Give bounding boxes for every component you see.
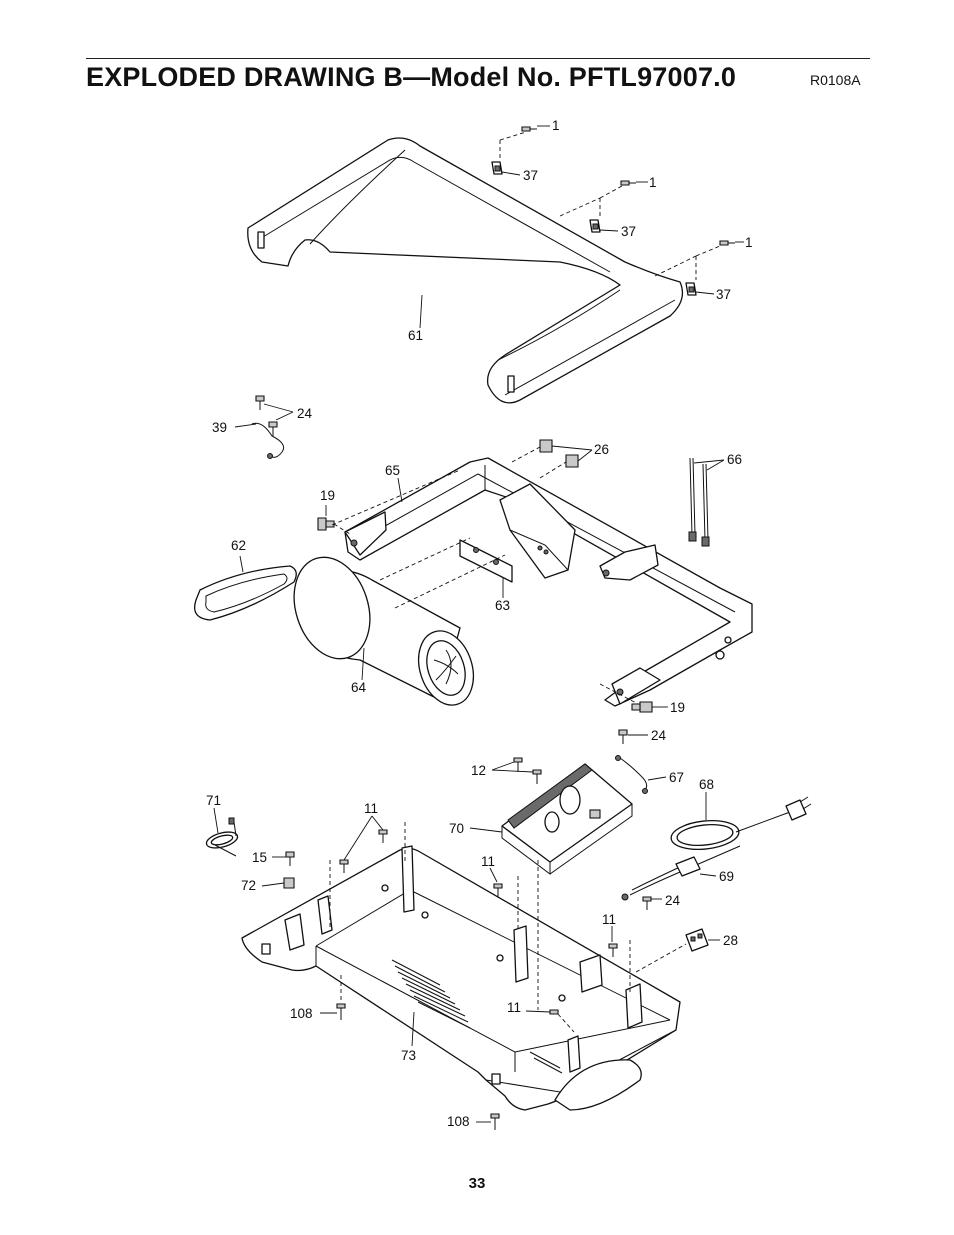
callout-69: 69 — [719, 869, 734, 884]
callout-73: 73 — [401, 1048, 416, 1063]
cable-71 — [205, 807, 239, 857]
ground-wire-39 — [234, 395, 294, 459]
callout-24: 24 — [297, 406, 313, 421]
header-rule — [86, 58, 870, 59]
callout-15: 15 — [252, 850, 267, 865]
callout-37: 37 — [621, 224, 636, 239]
callout-108: 108 — [290, 1006, 313, 1021]
callout-70: 70 — [449, 821, 464, 836]
belt-62 — [193, 555, 297, 621]
callout-64: 64 — [351, 680, 367, 695]
callout-37: 37 — [716, 287, 731, 302]
callout-11: 11 — [481, 854, 495, 869]
callout-71: 71 — [206, 793, 221, 808]
callout-19: 19 — [670, 700, 685, 715]
guide-line — [599, 683, 641, 706]
callout-1: 1 — [745, 235, 753, 250]
page-number: 33 — [468, 1175, 486, 1192]
callout-68: 68 — [699, 777, 714, 792]
harness-69 — [621, 845, 741, 910]
vent-slots — [391, 959, 563, 1074]
screw-1-b — [559, 180, 648, 218]
guide-line — [394, 554, 506, 609]
callout-11: 11 — [602, 912, 616, 927]
screws-108 — [320, 975, 500, 1130]
wire-67 — [615, 729, 667, 794]
callout-72: 72 — [241, 878, 256, 893]
callout-65: 65 — [385, 463, 400, 478]
callout-19: 19 — [320, 488, 335, 503]
power-cord-68 — [670, 792, 812, 851]
page-title: EXPLODED DRAWING B—Model No. PFTL97007.0 — [86, 62, 737, 92]
callout-1: 1 — [552, 118, 560, 133]
callout-37: 37 — [523, 168, 538, 183]
clip-37-a — [491, 161, 521, 176]
bolt-19-left — [317, 505, 351, 535]
base-tray-73 — [241, 845, 681, 1111]
clip-37-c — [685, 282, 715, 296]
callout-26: 26 — [594, 442, 609, 457]
guide-line — [379, 537, 471, 581]
callout-28: 28 — [723, 933, 738, 948]
bracket-63 — [459, 539, 513, 598]
callout-12: 12 — [471, 763, 486, 778]
screw-1-a — [499, 125, 550, 160]
callout-66: 66 — [727, 452, 742, 467]
callout-11: 11 — [507, 1000, 521, 1015]
bolts-26 — [511, 439, 593, 479]
callout-24: 24 — [665, 893, 681, 908]
callout-39: 39 — [212, 420, 227, 435]
motor-frame-65 — [344, 457, 753, 707]
switch-28 — [635, 928, 720, 973]
callout-62: 62 — [231, 538, 246, 553]
callout-11: 11 — [364, 801, 378, 816]
leader-61 — [419, 294, 423, 329]
callout-61: 61 — [408, 328, 423, 343]
clip-37-b — [589, 219, 619, 233]
bolt-19-right — [631, 701, 668, 713]
screws-11 — [329, 815, 631, 1033]
callout-1: 1 — [649, 175, 657, 190]
drawing-code: R0108A — [810, 72, 861, 88]
callout-67: 67 — [669, 770, 684, 785]
controller-70 — [469, 757, 633, 875]
motor-64 — [293, 556, 475, 706]
callout-24: 24 — [651, 728, 667, 743]
hood-fasteners — [491, 125, 744, 296]
callout-63: 63 — [495, 598, 510, 613]
callout-108: 108 — [447, 1114, 470, 1129]
guide-line — [331, 469, 461, 526]
motor-hood — [247, 137, 684, 404]
parts-15-72 — [261, 851, 295, 889]
screw-1-c — [654, 240, 744, 280]
cables-66 — [688, 457, 725, 547]
